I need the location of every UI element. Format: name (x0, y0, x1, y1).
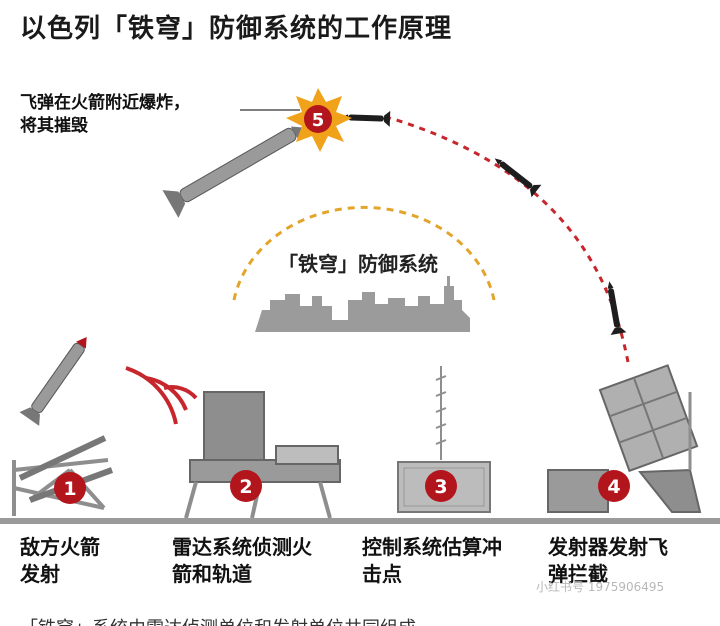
radar-unit (184, 391, 341, 519)
interceptor-launcher (547, 364, 702, 513)
step-label-2-line-1: 雷达系统侦测火 (172, 535, 312, 559)
step-number-4: 4 (607, 476, 620, 498)
dome-arc (232, 205, 496, 301)
step-label-2: 雷达系统侦测火 箭和轨道 (172, 534, 352, 588)
step-number-2: 2 (239, 476, 252, 498)
interceptor-missile (607, 281, 627, 335)
step-label-3: 控制系统估算冲 击点 (362, 534, 542, 588)
bottom-text: 「铁穹」系统由雷达侦测单位和发射单位共同组成 (20, 614, 416, 626)
step-label-3-line-2: 击点 (362, 562, 402, 586)
step-label-1-line-2: 发射 (20, 562, 60, 586)
step-marker-1 (54, 472, 86, 504)
step-label-4: 发射器发射飞 弹拦截 (548, 534, 708, 588)
step-number-1: 1 (63, 478, 76, 500)
callout-line-1: 飞弹在火箭附近爆炸， (20, 93, 190, 113)
watermark: 小红书号 1975906495 (536, 580, 665, 594)
step-marker-2 (230, 470, 262, 502)
interceptor-missile (494, 158, 542, 198)
step-marker-3 (425, 470, 457, 502)
city-skyline (255, 276, 470, 332)
callout-line-2: 将其摧毁 (20, 116, 88, 136)
step-number-3: 3 (434, 476, 447, 498)
step-label-2-line-2: 箭和轨道 (172, 562, 252, 586)
radar-waves (125, 366, 198, 425)
step-label-4-line-2: 弹拦截 (548, 562, 608, 586)
step-label-1: 敌方火箭 发射 (20, 534, 190, 588)
enemy-rocket-destroyed (162, 126, 303, 218)
enemy-rocket-flying (19, 337, 87, 426)
city-label: 「铁穹」防御系统 (278, 252, 438, 276)
bottom-text-strip: 「铁穹」系统由雷达侦测单位和发射单位共同组成 (0, 612, 720, 626)
diagram-title: 以色列「铁穹」防御系统的工作原理 (20, 14, 453, 44)
step-marker-4 (598, 470, 630, 502)
step-label-4-line-1: 发射器发射飞 (548, 535, 668, 559)
step-marker-5 (304, 105, 332, 133)
step-label-1-line-1: 敌方火箭 (20, 535, 100, 559)
ground-line (0, 518, 720, 524)
explosion-callout: 飞弹在火箭附近爆炸， 将其摧毁 (20, 92, 230, 138)
step-label-3-line-1: 控制系统估算冲 (362, 535, 502, 559)
step-number-5: 5 (312, 110, 325, 131)
